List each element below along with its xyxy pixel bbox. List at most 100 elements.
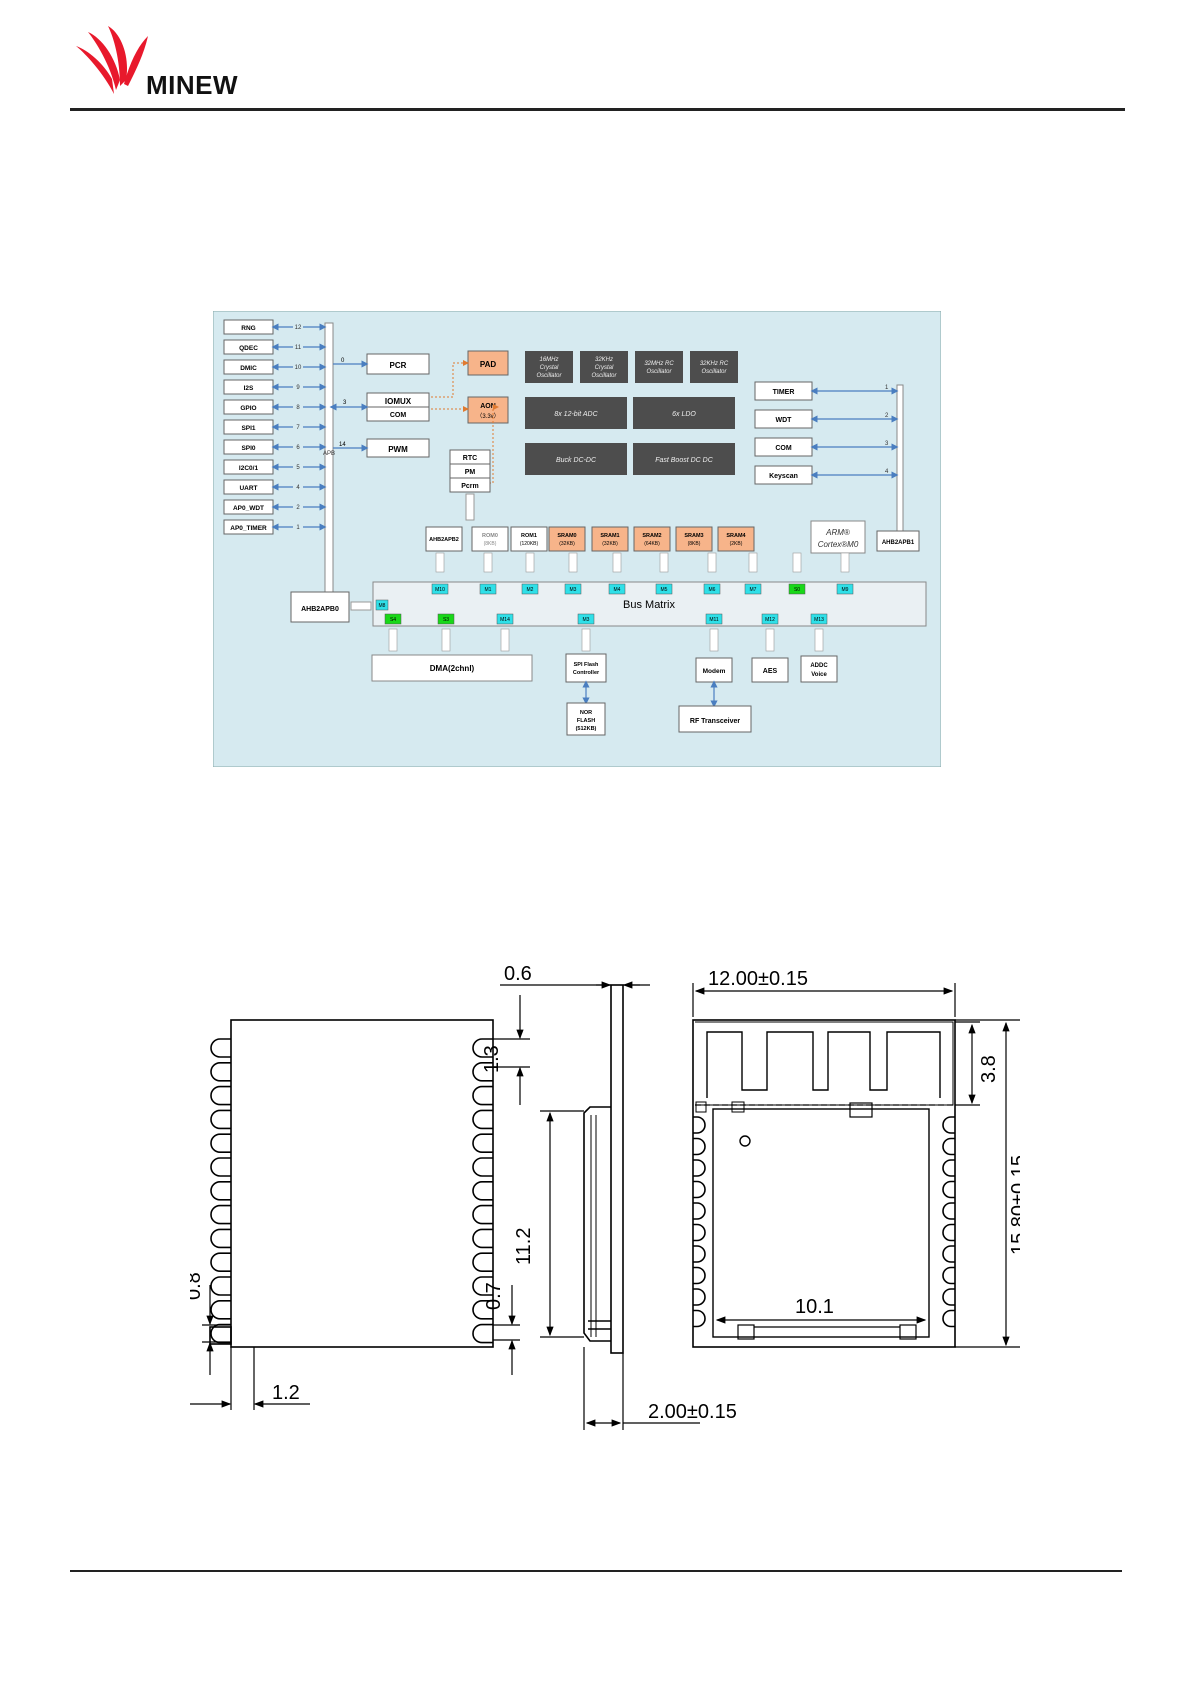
bus-matrix-label: Bus Matrix — [623, 599, 675, 611]
bus-connector — [748, 552, 758, 573]
oscillator-block — [525, 351, 573, 383]
memory-row: AHB2APB2ROM0(8KB)ROM1(120KB)SRAM0(32KB)S… — [425, 526, 755, 552]
nor-flash-block — [566, 702, 606, 736]
peripheral-num: 9 — [296, 385, 300, 391]
memory-size: (32KB) — [559, 541, 575, 547]
bus-connector — [707, 552, 717, 573]
dim-shield-width: 10.1 — [795, 1296, 834, 1318]
right-peripheral-num: 2 — [885, 413, 889, 419]
right-peripheral-num: 3 — [885, 441, 889, 447]
memory-label: SRAM1 — [600, 533, 619, 539]
oscillator-text: Crystal — [540, 365, 559, 371]
bus-port — [479, 583, 497, 595]
pcrm-label: Pcrm — [461, 483, 479, 490]
shield-can — [712, 1108, 930, 1338]
left-pad — [210, 1062, 231, 1082]
mechanical-drawing: 0.6 12.00±0.15 1.3 3.8 15.80±0.15 11.2 0… — [190, 963, 1020, 1430]
bus-connector — [483, 552, 493, 573]
bus-connector — [568, 552, 578, 573]
bus-connector — [388, 628, 398, 652]
dim-thickness: 2.00±0.15 — [648, 1401, 737, 1423]
dim-pad-length: 1.2 — [272, 1382, 300, 1404]
pcr-label: PCR — [390, 361, 407, 370]
spi-flash-line2: Controller — [573, 670, 600, 676]
pwm-label: PWM — [388, 445, 408, 454]
oscillator-text: Oscillator — [646, 369, 672, 375]
bus-connector — [525, 552, 535, 573]
peripheral-num-bg — [293, 443, 303, 451]
addc-line2: Voice — [811, 672, 827, 678]
right-peripheral-label: COM — [775, 445, 792, 452]
bus-port — [431, 583, 449, 595]
dim-shield-length: 11.2 — [513, 1228, 535, 1265]
peripheral-label: RNG — [241, 325, 255, 332]
dim-width: 12.00±0.15 — [708, 968, 808, 990]
left-pad-right — [472, 1300, 493, 1320]
aes-label: AES — [763, 668, 778, 675]
left-pad-right — [472, 1038, 493, 1058]
top-view-pad-right — [942, 1266, 955, 1285]
bus-matrix — [372, 581, 927, 627]
peripheral-num-bg — [293, 483, 303, 491]
top-view-pad-right — [942, 1309, 955, 1328]
bus-port-label: M14 — [500, 617, 510, 623]
memory-block — [510, 526, 548, 552]
bus-port — [836, 583, 854, 595]
left-view-pins — [209, 1038, 493, 1345]
ahb2apb0-label: AHB2APB0 — [301, 606, 339, 613]
oscillator-text: 32KHz RC — [700, 361, 729, 367]
aon-block — [467, 396, 509, 424]
bus-connector — [441, 628, 451, 652]
module-top-view — [692, 1019, 956, 1348]
oscillator-text: Crystal — [595, 365, 614, 371]
top-view-pad-right — [942, 1288, 955, 1306]
bus-port-label: M9 — [842, 587, 849, 593]
pm-label: PM — [465, 469, 476, 476]
bus-connector — [792, 552, 802, 573]
bus-port-label: M12 — [765, 617, 775, 623]
bus-port — [810, 613, 828, 625]
top-view-pad-right — [942, 1137, 955, 1156]
dim-antenna-height: 3.8 — [978, 1055, 1000, 1083]
iomux-com-label: COM — [390, 412, 407, 419]
memory-label: AHB2APB2 — [429, 537, 459, 543]
bus-port-label: M2 — [527, 587, 534, 593]
peripheral-label: UART — [239, 485, 257, 492]
bus-port — [608, 583, 626, 595]
oscillator-text: 32MHz RC — [644, 361, 674, 367]
bus-port — [384, 613, 402, 625]
right-peripheral-label: Keyscan — [769, 473, 798, 480]
pin1-marker — [739, 1135, 751, 1147]
aes-block — [751, 657, 789, 683]
dim-thickness-shield: 0.6 — [504, 963, 532, 985]
peripheral-num: 10 — [295, 365, 302, 371]
dim-length: 15.80±0.15 — [1008, 1155, 1020, 1255]
bus-port — [564, 583, 582, 595]
left-pad-right — [472, 1062, 493, 1082]
rtc-label: RTC — [463, 455, 477, 462]
brand-name: MINEW — [146, 70, 239, 100]
peripheral-num: 11 — [295, 345, 302, 351]
right-peripheral-num: 1 — [885, 385, 889, 391]
memory-block — [548, 526, 586, 552]
memory-label: SRAM4 — [726, 533, 746, 539]
minew-logo-mark — [76, 26, 148, 94]
oscillator-text: Oscillator — [701, 369, 727, 375]
left-pad-right — [472, 1228, 493, 1249]
header-rule — [70, 108, 1125, 111]
spi-flash-controller — [565, 653, 607, 683]
bus-port-label: M1 — [485, 587, 492, 593]
module-side-shield — [583, 1106, 611, 1342]
bus-port — [788, 583, 806, 595]
left-pad — [210, 1157, 231, 1177]
bus-port-label: S0 — [794, 587, 800, 593]
bus-port-label: M10 — [435, 587, 445, 593]
peripheral-label: I2S — [244, 385, 254, 392]
power-block — [525, 443, 627, 475]
bus-port — [437, 613, 455, 625]
peripheral-num: 1 — [296, 525, 300, 531]
rtc-stack — [449, 449, 491, 493]
module-left-view — [230, 1019, 494, 1348]
rf-transceiver-label: RF Transceiver — [690, 718, 740, 725]
